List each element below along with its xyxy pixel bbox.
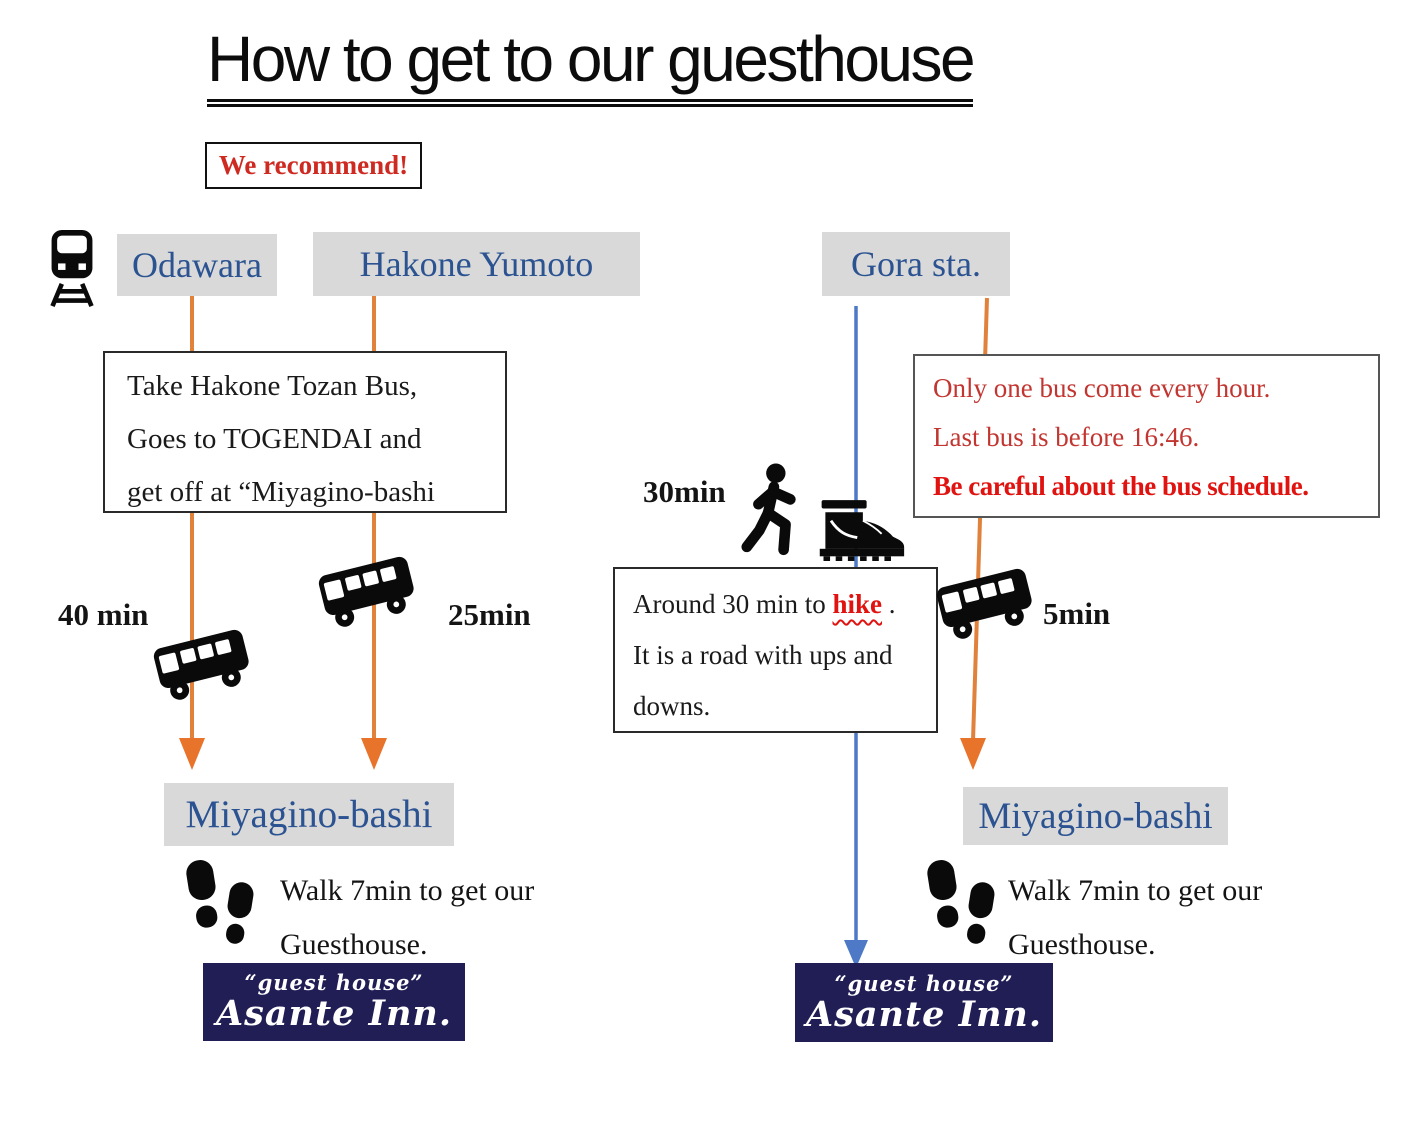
duration-odawara: 40 min	[58, 597, 149, 632]
bus-icon	[936, 568, 1032, 639]
duration-hakone-yumoto: 25min	[448, 597, 531, 632]
guesthouse-logo-left: “guest house” Asante Inn.	[203, 963, 465, 1041]
instruction-line: get off at “Miyagino-bashi	[127, 476, 435, 508]
arrow-down-orange-icon	[960, 738, 986, 770]
footprints-icon	[186, 860, 254, 944]
instruction-line: Goes to TOGENDAI and	[127, 423, 422, 455]
recommend-badge: We recommend!	[205, 142, 422, 189]
logo-name: Asante Inn.	[805, 993, 1043, 1035]
station-label-gora: Gora sta.	[822, 232, 1010, 296]
walk-note-line: Guesthouse.	[280, 928, 428, 961]
stop-label-miyagino-bashi-right: Miyagino-bashi	[963, 787, 1228, 845]
bus-icon	[153, 629, 249, 700]
arrow-down-blue-icon	[844, 940, 868, 968]
logo-name: Asante Inn.	[215, 993, 453, 1034]
walk-note-left: Walk 7min to get our Guesthouse.	[280, 864, 534, 972]
duration-hike: 30min	[643, 474, 726, 509]
train-icon	[50, 230, 94, 308]
station-label-hakone-yumoto: Hakone Yumoto	[313, 232, 640, 296]
instruction-line: Take Hakone Tozan Bus,	[127, 370, 418, 402]
station-label-odawara: Odawara	[117, 234, 277, 296]
stop-label-miyagino-bashi-left: Miyagino-bashi	[164, 783, 454, 846]
arrow-down-orange-icon	[361, 738, 387, 770]
walk-note-line: Walk 7min to get our	[1008, 874, 1263, 907]
hike-line-3: downs.	[633, 691, 711, 721]
hike-note-box: Around 30 min to hike . It is a road wit…	[613, 567, 938, 733]
logo-tagline: “guest house”	[834, 970, 1014, 996]
walking-person-icon	[741, 463, 796, 556]
bus-instruction-box: Take Hakone Tozan Bus, Goes to TOGENDAI …	[103, 351, 507, 513]
walk-note-line: Walk 7min to get our	[280, 874, 535, 907]
footprints-icon	[927, 860, 995, 944]
warning-line-bold: Be careful about the bus schedule.	[933, 471, 1309, 501]
bus-icon	[318, 556, 414, 627]
hike-text: .	[888, 589, 896, 619]
walk-note-line: Guesthouse.	[1008, 928, 1156, 961]
logo-tagline: “guest house”	[244, 970, 424, 995]
page-title: How to get to our guesthouse	[207, 22, 976, 107]
bus-schedule-warning-box: Only one bus come every hour. Last bus i…	[913, 354, 1380, 518]
hike-line-2: It is a road with ups and	[633, 640, 893, 670]
hike-highlight: hike	[832, 589, 883, 619]
arrow-down-orange-icon	[179, 738, 205, 770]
walk-note-right: Walk 7min to get our Guesthouse.	[1008, 864, 1262, 972]
warning-line: Last bus is before 16:46.	[933, 422, 1200, 452]
hike-line-1: Around 30 min to hike .	[633, 579, 936, 630]
hiking-boot-icon	[819, 500, 905, 561]
duration-gora-bus: 5min	[1043, 596, 1111, 631]
hike-text: Around 30 min to	[633, 589, 826, 619]
warning-line: Only one bus come every hour.	[933, 373, 1271, 403]
guesthouse-logo-right: “guest house” Asante Inn.	[795, 963, 1053, 1042]
